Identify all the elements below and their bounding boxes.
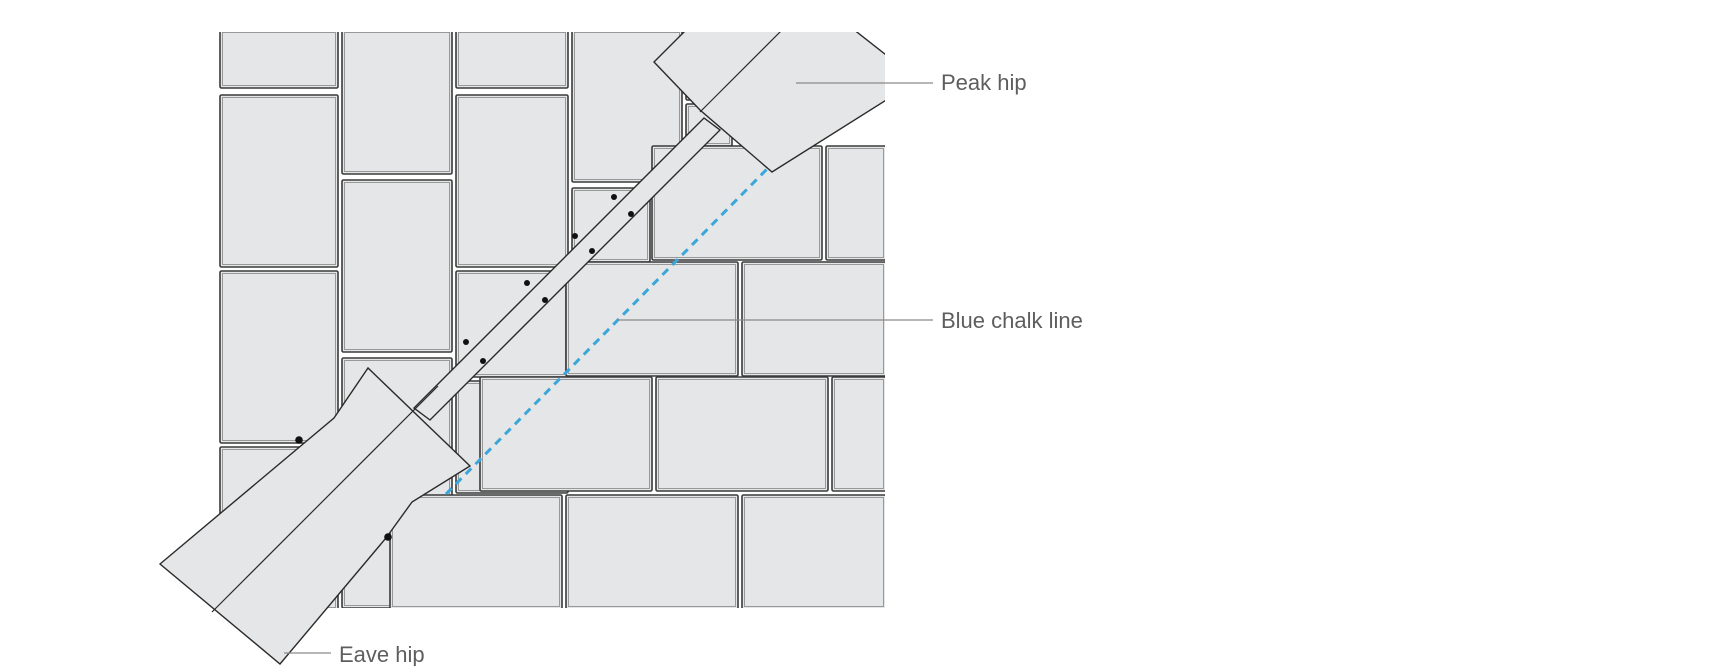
hip-ridge-strip [412,117,722,421]
shingle-tile-edge [658,379,826,489]
shingle-tile-edge [344,182,450,350]
shingle-tile-edge [834,379,884,489]
shingle-tile-edge [568,497,736,607]
peak-hip [653,32,885,173]
blue-chalk-line-label: Blue chalk line [941,308,1083,333]
nail [384,533,392,541]
nail [572,233,578,239]
shingle-tile [655,376,829,492]
nail [480,358,486,364]
nail [542,297,548,303]
shingle-tile-edge [482,379,650,489]
nails [295,194,634,541]
shingle-tile [825,145,885,261]
shingle-tile-edge [574,32,680,180]
shingle-tile [455,32,569,89]
nail [589,248,595,254]
nail [463,339,469,345]
shingle-tile-edge [744,264,884,374]
eave-hip-label: Eave hip [339,642,425,666]
shingle-tile-edge [744,497,884,607]
peak-hip-label: Peak hip [941,70,1027,95]
shingle-tile [341,32,453,175]
shingle-tile-edge [828,148,884,258]
shingle-tile [455,94,569,268]
shingle-tile [831,376,885,492]
shingle-tile-edge [222,32,336,86]
shingle-tile [571,32,683,183]
nail [611,194,617,200]
shingle-tile [741,494,885,608]
shingle-tile-edge [654,148,820,258]
shingle-tile-edge [458,32,566,86]
shingle-tile [219,270,339,444]
nail [524,280,530,286]
shingle-tile-edge [458,97,566,265]
shingle-tile [565,261,739,377]
shingle-tile-edge [222,97,336,265]
nail [628,211,634,217]
shingle-tile [389,494,563,608]
shingle-tile [479,376,653,492]
shingle-tile-edge [222,273,336,441]
shingle-tile [219,32,339,89]
shingle-tile [219,94,339,268]
shingle-tile [651,145,823,261]
blue-chalk-line [444,166,770,496]
shingle-tile-edge [344,32,450,172]
shingle-tile-edge [568,264,736,374]
shingle-tile [741,261,885,377]
shingle-tile-edge [392,497,560,607]
shingle-tile [341,179,453,353]
shingle-tile [565,494,739,608]
nail [295,436,303,444]
shingle-tile-edge [574,190,648,260]
eave-hip [158,366,472,665]
